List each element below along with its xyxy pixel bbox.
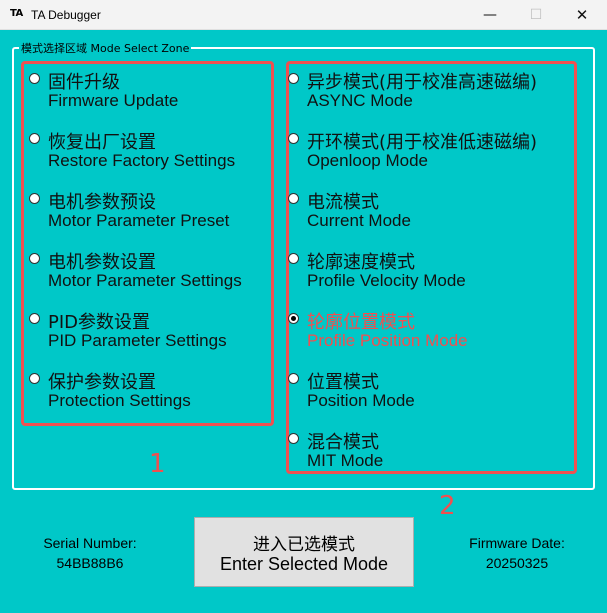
option-label-en: PID Parameter Settings — [48, 331, 227, 350]
group-1-number: 1 — [149, 449, 166, 479]
option-label-zh: 开环模式(用于校准低速磁编) — [307, 132, 538, 153]
title-bar: TA TA Debugger — ☐ ✕ — [0, 0, 607, 30]
option-label-en: Profile Velocity Mode — [307, 271, 466, 290]
radio-button[interactable] — [288, 73, 299, 84]
option-label-zh: 电机参数预设 — [48, 192, 156, 213]
option-label-zh: 电流模式 — [307, 192, 379, 213]
firmware-date-label: Firmware Date: — [469, 535, 565, 551]
window-title: TA Debugger — [31, 8, 101, 22]
radio-button[interactable] — [29, 73, 40, 84]
option-label-en: Motor Parameter Preset — [48, 211, 230, 230]
firmware-date-value: 20250325 — [485, 555, 549, 571]
radio-button[interactable] — [29, 313, 40, 324]
option-label-zh: 保护参数设置 — [48, 372, 156, 393]
option-label-en: Current Mode — [307, 211, 411, 230]
group-1-frame — [21, 61, 274, 426]
zone-legend: 模式选择区域 Mode Select Zone — [19, 40, 192, 56]
option-label-en: ASYNC Mode — [307, 91, 413, 110]
radio-button[interactable] — [288, 193, 299, 204]
radio-button[interactable] — [288, 133, 299, 144]
radio-button[interactable] — [288, 253, 299, 264]
option-label-en: Profile Position Mode — [307, 331, 468, 350]
close-icon[interactable]: ✕ — [575, 6, 589, 24]
minimize-icon[interactable]: — — [483, 7, 497, 23]
radio-button[interactable] — [288, 373, 299, 384]
radio-button[interactable] — [288, 433, 299, 444]
option-label-zh: 固件升级 — [48, 72, 120, 93]
option-label-en: Firmware Update — [48, 91, 179, 110]
option-label-zh: 恢复出厂设置 — [48, 132, 156, 153]
option-label-zh: 位置模式 — [307, 372, 379, 393]
option-label-en: MIT Mode — [307, 451, 384, 470]
option-label-zh: 轮廓位置模式 — [307, 312, 415, 333]
radio-button[interactable] — [29, 193, 40, 204]
option-label-zh: 混合模式 — [307, 432, 379, 453]
radio-button[interactable] — [29, 373, 40, 384]
mode-select-zone — [12, 47, 595, 490]
enter-button-label-zh: 进入已选模式 — [253, 535, 355, 555]
app-logo-icon: TA — [10, 8, 23, 19]
serial-number-label: Serial Number: — [43, 535, 137, 551]
group-2-number: 2 — [439, 491, 456, 521]
enter-selected-mode-button[interactable]: 进入已选模式 Enter Selected Mode — [194, 517, 414, 587]
option-label-en: Openloop Mode — [307, 151, 428, 170]
option-label-en: Restore Factory Settings — [48, 151, 236, 170]
option-label-zh: 电机参数设置 — [48, 252, 156, 273]
radio-button[interactable] — [288, 313, 299, 324]
enter-button-label-en: Enter Selected Mode — [219, 554, 389, 574]
option-label-en: Motor Parameter Settings — [48, 271, 242, 290]
option-label-zh: PID参数设置 — [48, 312, 151, 333]
group-2-frame — [286, 61, 577, 474]
radio-button[interactable] — [29, 133, 40, 144]
maximize-icon[interactable]: ☐ — [529, 7, 543, 23]
radio-button[interactable] — [29, 253, 40, 264]
option-label-zh: 轮廓速度模式 — [307, 252, 415, 273]
serial-number-value: 54BB88B6 — [56, 555, 124, 571]
option-label-en: Position Mode — [307, 391, 415, 410]
option-label-en: Protection Settings — [48, 391, 191, 410]
option-label-zh: 异步模式(用于校准高速磁编) — [307, 72, 538, 93]
